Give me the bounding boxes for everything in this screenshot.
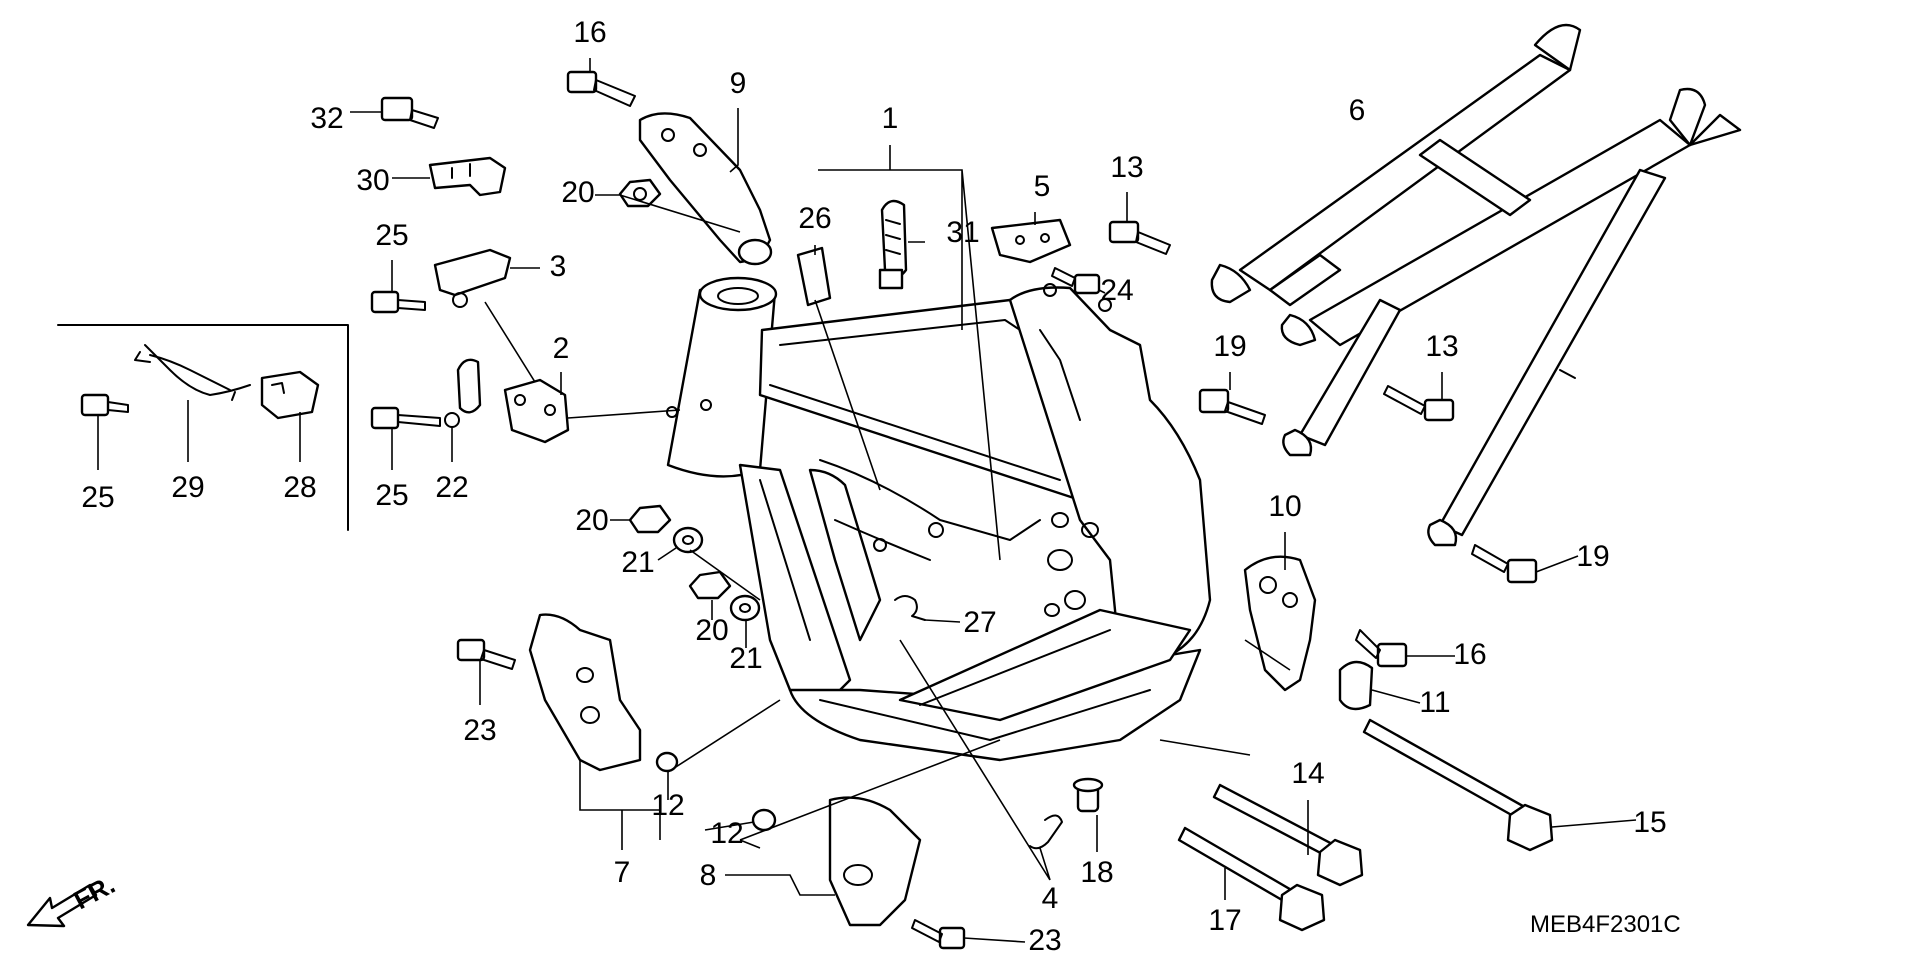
callout-c7: 7 [614,856,631,889]
bolt-23-left [456,638,516,670]
nut-20-low [688,570,732,600]
bolt-25-inset [80,393,129,417]
washer-21-b [729,594,761,622]
bolt-17 [1177,826,1326,932]
bolt-25-lower [370,406,441,430]
direction-label: FR. [69,869,120,915]
callout-c3: 3 [550,250,567,283]
bracket-3 [433,248,512,308]
bracket-28 [260,370,320,420]
callout-c31: 31 [946,216,979,249]
callout-c17: 17 [1208,904,1241,937]
bolt-13-right [1383,385,1455,422]
callout-c9: 9 [730,67,747,100]
callout-c1: 1 [882,102,899,135]
callout-c19a: 19 [1213,330,1246,363]
callout-c20a: 20 [561,176,594,209]
skid-plate-8 [828,796,922,927]
bolt-13-top [1108,220,1171,255]
callout-c19b: 19 [1576,540,1609,573]
skid-plate-7 [528,613,642,772]
callout-c15: 15 [1633,806,1666,839]
bolt-16-top [566,70,636,107]
diagram-part-code: MEB4F2301C [1530,911,1681,938]
rear-subframe [1210,23,1742,547]
callout-c2: 2 [553,332,570,365]
clip-27 [894,595,926,621]
washer-21-a [672,526,704,554]
callout-c20b: 20 [575,504,608,537]
bolt-25-upper [370,290,426,314]
bracket-5 [990,218,1072,264]
callout-c27: 27 [963,606,996,639]
inset-box [57,324,349,531]
callout-c23a: 23 [463,714,496,747]
band-31 [878,199,908,290]
callout-c21b: 21 [729,642,762,675]
callout-c11: 11 [1419,686,1450,719]
callout-c13a: 13 [1110,151,1143,184]
callout-c14: 14 [1291,757,1324,790]
callout-c29: 29 [171,471,204,504]
callout-c25b: 25 [81,481,114,514]
callout-c32: 32 [310,102,343,135]
washer-12-a [655,751,679,773]
bolt-15 [1362,718,1554,852]
callout-c16b: 16 [1453,638,1486,671]
main-frame [666,276,1212,762]
plug-18 [1072,777,1104,813]
callout-c30: 30 [356,164,389,197]
bolt-32 [380,96,439,129]
nut-20-mid [628,504,672,534]
callout-c23b: 23 [1028,924,1061,957]
bolt-24 [1051,267,1101,295]
callout-c4: 4 [1042,882,1059,915]
bolt-19-upper [1198,388,1266,425]
bracket-10 [1243,555,1317,692]
bracket-9 [638,112,773,266]
callout-c22: 22 [435,471,468,504]
callout-c6: 6 [1349,94,1366,127]
callout-c8: 8 [700,859,717,892]
bolt-23-bottom [911,919,966,950]
clip-4 [1029,814,1063,850]
clip-26 [796,246,832,307]
front-direction-arrow: FR. [26,869,120,928]
callout-c26: 26 [798,202,831,235]
callout-c13b: 13 [1425,330,1458,363]
callout-c25a: 25 [375,219,408,252]
callout-c12a: 12 [651,789,684,822]
bracket-30 [428,156,507,197]
nut-20-top [618,178,662,208]
leader-lines [97,58,1637,943]
callout-c10: 10 [1268,490,1301,523]
callout-c21a: 21 [621,546,654,579]
collar-11 [1338,660,1374,711]
callout-c12b: 12 [710,817,743,850]
callout-c25c: 25 [375,479,408,512]
callout-c28: 28 [283,471,316,504]
callout-c20c: 20 [695,614,728,647]
bolt-16-right [1355,629,1408,668]
clamp-22 [444,358,482,428]
callout-c16a: 16 [573,16,606,49]
callout-c24: 24 [1100,274,1133,307]
callout-c5: 5 [1034,170,1051,203]
wire-clamp-29 [134,344,251,401]
bolt-19-lower [1471,544,1538,584]
bracket-2 [503,378,570,444]
callout-c18: 18 [1080,856,1113,889]
